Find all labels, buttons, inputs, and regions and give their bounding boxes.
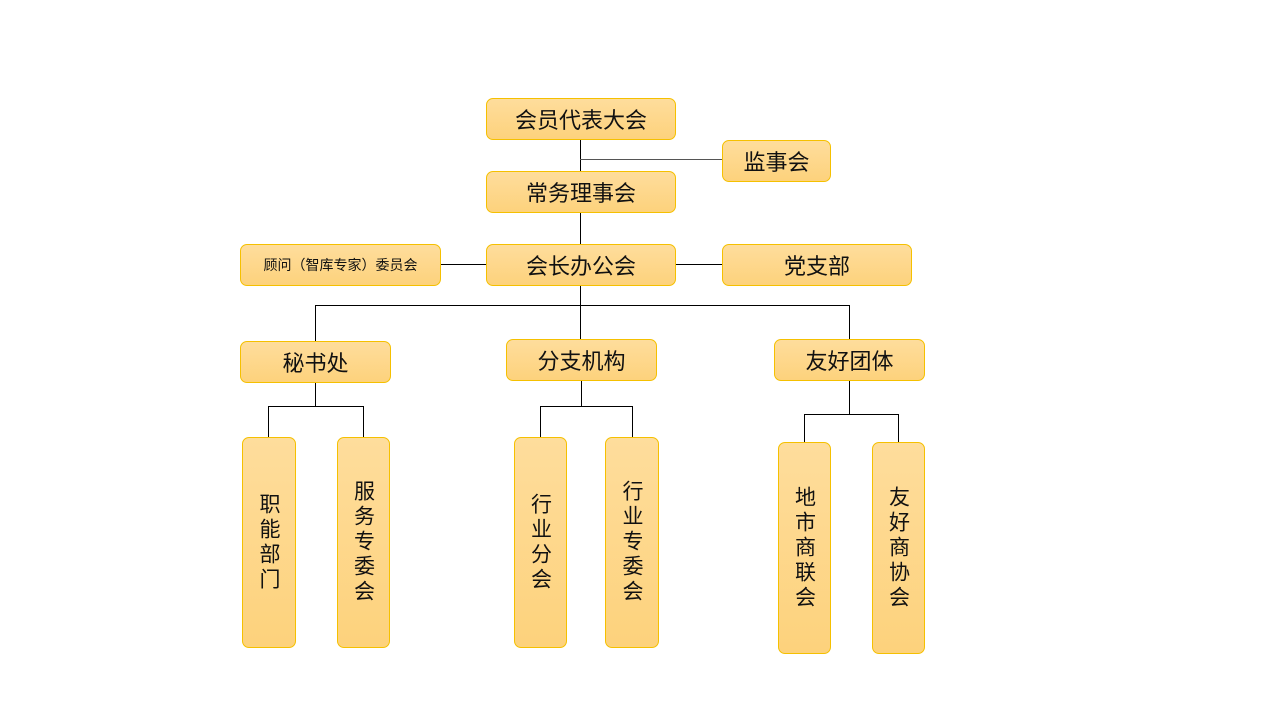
node-label: 会长办公会 [525,255,636,280]
node-label: 监事会 [743,151,810,176]
node-friendly-groups: 友好团体 [774,339,925,381]
node-secretariat: 秘书处 [240,341,391,383]
node-industry-committees: 行业专委会 [605,437,659,648]
node-label: 友好团体 [805,350,894,375]
node-industry-branches: 行业分会 [514,437,567,648]
node-branches: 分支机构 [506,339,657,381]
node-label: 党支部 [783,255,850,280]
node-service-committees: 服务专委会 [337,437,390,648]
node-label: 常务理事会 [525,182,636,207]
node-label: 行业专委会 [620,480,644,605]
node-party-branch: 党支部 [722,244,912,286]
node-functional-depts: 职能部门 [242,437,296,648]
node-standing-council: 常务理事会 [486,171,676,213]
node-label: 友好商协会 [886,485,911,611]
node-label: 服务专委会 [351,480,376,605]
node-friendly-chambers: 友好商协会 [872,442,925,654]
node-congress: 会员代表大会 [486,98,676,140]
node-president-office: 会长办公会 [486,244,676,286]
node-label: 会员代表大会 [514,109,647,134]
node-advisory: 顾问（智库专家）委员会 [240,244,441,286]
node-label: 行业分会 [528,492,553,593]
node-label: 顾问（智库专家）委员会 [263,258,418,274]
node-label: 分支机构 [537,350,626,375]
node-city-federations: 地市商联会 [778,442,831,654]
node-label: 秘书处 [282,352,349,377]
node-label: 地市商联会 [792,485,817,611]
node-label: 职能部门 [257,492,281,593]
node-supervisory: 监事会 [722,140,831,182]
